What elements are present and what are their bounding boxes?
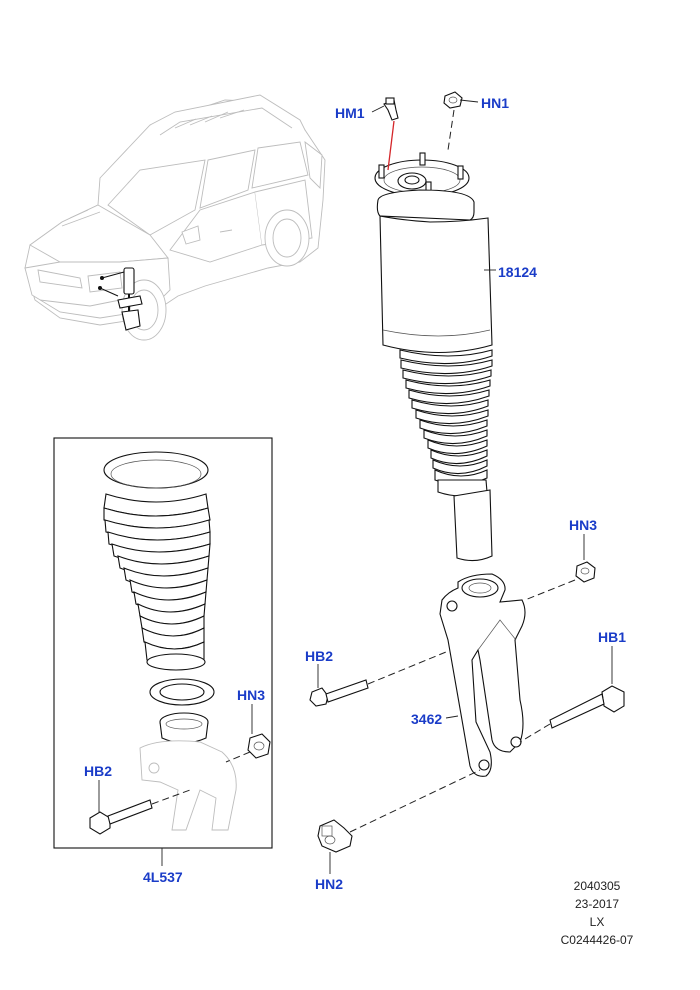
reference-line-2: 23-2017 <box>575 897 619 911</box>
clamp-ring <box>159 712 209 744</box>
vehicle-strut-highlight <box>98 267 143 331</box>
callout-hb1[interactable]: HB1 <box>598 629 626 645</box>
nut-hn3-kit[interactable] <box>247 733 271 759</box>
air-strut-18124[interactable] <box>374 152 493 562</box>
callout-hn1[interactable]: HN1 <box>481 95 509 111</box>
dust-boot <box>103 451 211 671</box>
knuckle-3462[interactable] <box>439 573 526 777</box>
height-sensor-hm1[interactable] <box>383 97 399 171</box>
reference-line-4: C0244426-07 <box>561 933 634 947</box>
callout-hn2[interactable]: HN2 <box>315 876 343 892</box>
callout-hn3-main[interactable]: HN3 <box>569 517 597 533</box>
callout-hn3-kit[interactable]: HN3 <box>237 687 265 703</box>
reference-line-1: 2040305 <box>574 879 621 893</box>
nut-hn3-main[interactable] <box>575 561 596 583</box>
callout-4l537[interactable]: 4L537 <box>143 869 183 885</box>
kit-box-4l537[interactable] <box>53 437 273 849</box>
reference-block: 2040305 23-2017 LX C0244426-07 <box>561 879 634 947</box>
callout-18124[interactable]: 18124 <box>498 264 537 280</box>
bolt-hb2-kit[interactable] <box>89 799 153 835</box>
callout-hb2-main[interactable]: HB2 <box>305 648 333 664</box>
bolt-hb1[interactable] <box>549 685 625 729</box>
retaining-ring <box>149 678 215 706</box>
callout-3462[interactable]: 3462 <box>411 711 442 727</box>
reference-line-3: LX <box>590 915 605 929</box>
vehicle-locator-illustration <box>24 94 326 341</box>
bolt-hb2-main[interactable] <box>309 679 369 707</box>
callout-hb2-kit[interactable]: HB2 <box>84 763 112 779</box>
knuckle-ghost <box>139 740 237 831</box>
nut-hn1[interactable] <box>443 91 463 109</box>
highlight-line <box>387 120 395 171</box>
nut-hn2[interactable] <box>317 819 353 853</box>
callout-hm1[interactable]: HM1 <box>335 105 365 121</box>
